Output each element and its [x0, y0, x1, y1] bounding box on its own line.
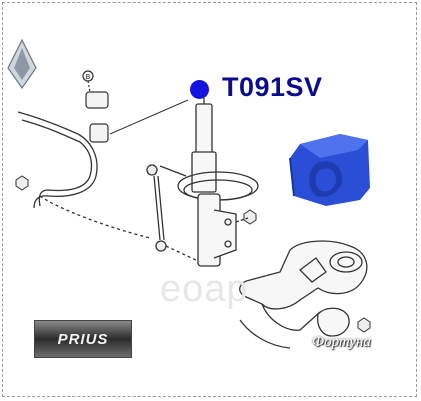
- bushing-icon: [289, 134, 370, 206]
- knuckle-icon: [239, 240, 368, 349]
- nut-icon: [15, 175, 371, 333]
- link-rod-icon: [146, 164, 201, 263]
- bolt-label: B: [86, 73, 91, 81]
- watermark-text: еоар: [160, 268, 249, 310]
- strut-icon: [177, 98, 259, 267]
- model-badge: PRIUS: [34, 320, 132, 358]
- logo-rhombus-icon: [7, 38, 37, 90]
- marker-dot: [190, 80, 209, 99]
- stabilizer-bar-icon: [17, 99, 189, 239]
- model-badge-label: PRIUS: [57, 330, 109, 348]
- brand-label: Фортуна: [312, 334, 371, 350]
- bar-bushing-icon: [82, 70, 109, 143]
- part-code: T091SV: [222, 72, 323, 102]
